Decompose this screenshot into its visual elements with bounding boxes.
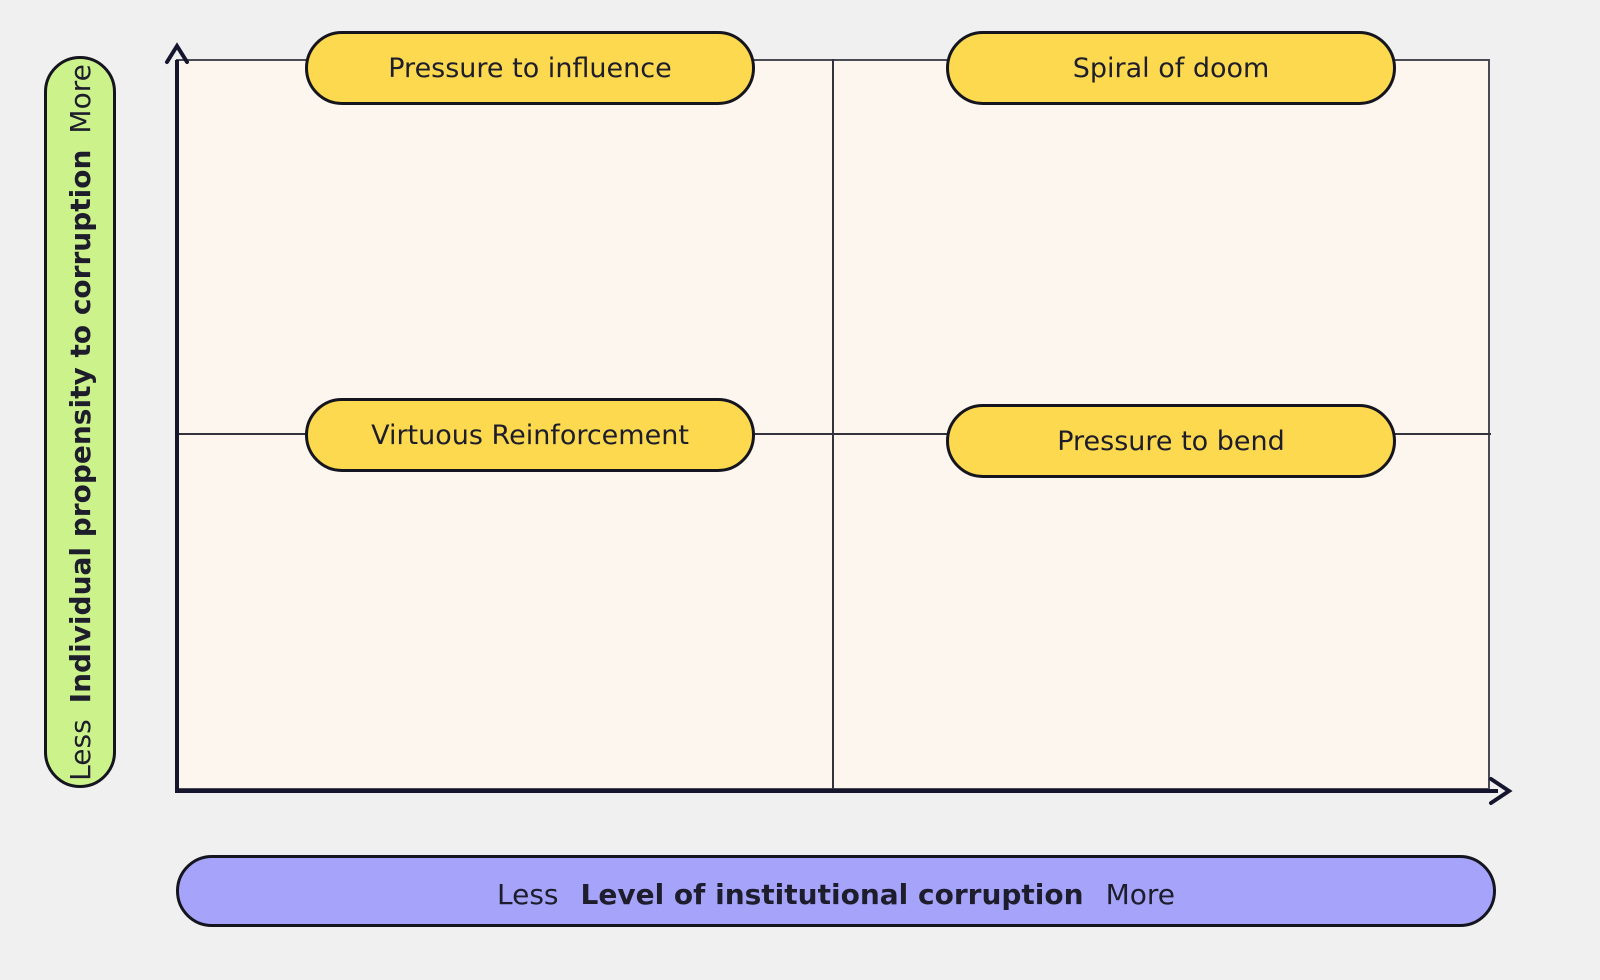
y-axis-title: Individual propensity to corruption <box>63 149 97 703</box>
quadrant-divider-horizontal <box>176 433 1491 435</box>
x-axis-low-label: Less <box>497 878 559 911</box>
quadrant-label-top-right[interactable]: Spiral of doom <box>946 31 1396 105</box>
y-axis-high-label: More <box>63 63 97 134</box>
quadrant-label-bottom-left[interactable]: Virtuous Reinforcement <box>305 398 755 472</box>
x-axis-arrowhead-icon <box>1489 777 1513 805</box>
y-axis-low-label: Less <box>63 718 97 781</box>
quadrant-label-bottom-right[interactable]: Pressure to bend <box>946 404 1396 478</box>
quadrant-divider-vertical <box>832 59 834 792</box>
x-axis-title: Level of institutional corruption <box>580 878 1084 911</box>
quadrant-label-top-left[interactable]: Pressure to influence <box>305 31 755 105</box>
y-axis-label-text: Less Individual propensity to corruption… <box>64 64 97 781</box>
x-axis-high-label: More <box>1105 878 1175 911</box>
x-axis-label-pill: Less Level of institutional corruption M… <box>176 855 1496 927</box>
y-axis-label-pill: Less Individual propensity to corruption… <box>44 56 116 788</box>
